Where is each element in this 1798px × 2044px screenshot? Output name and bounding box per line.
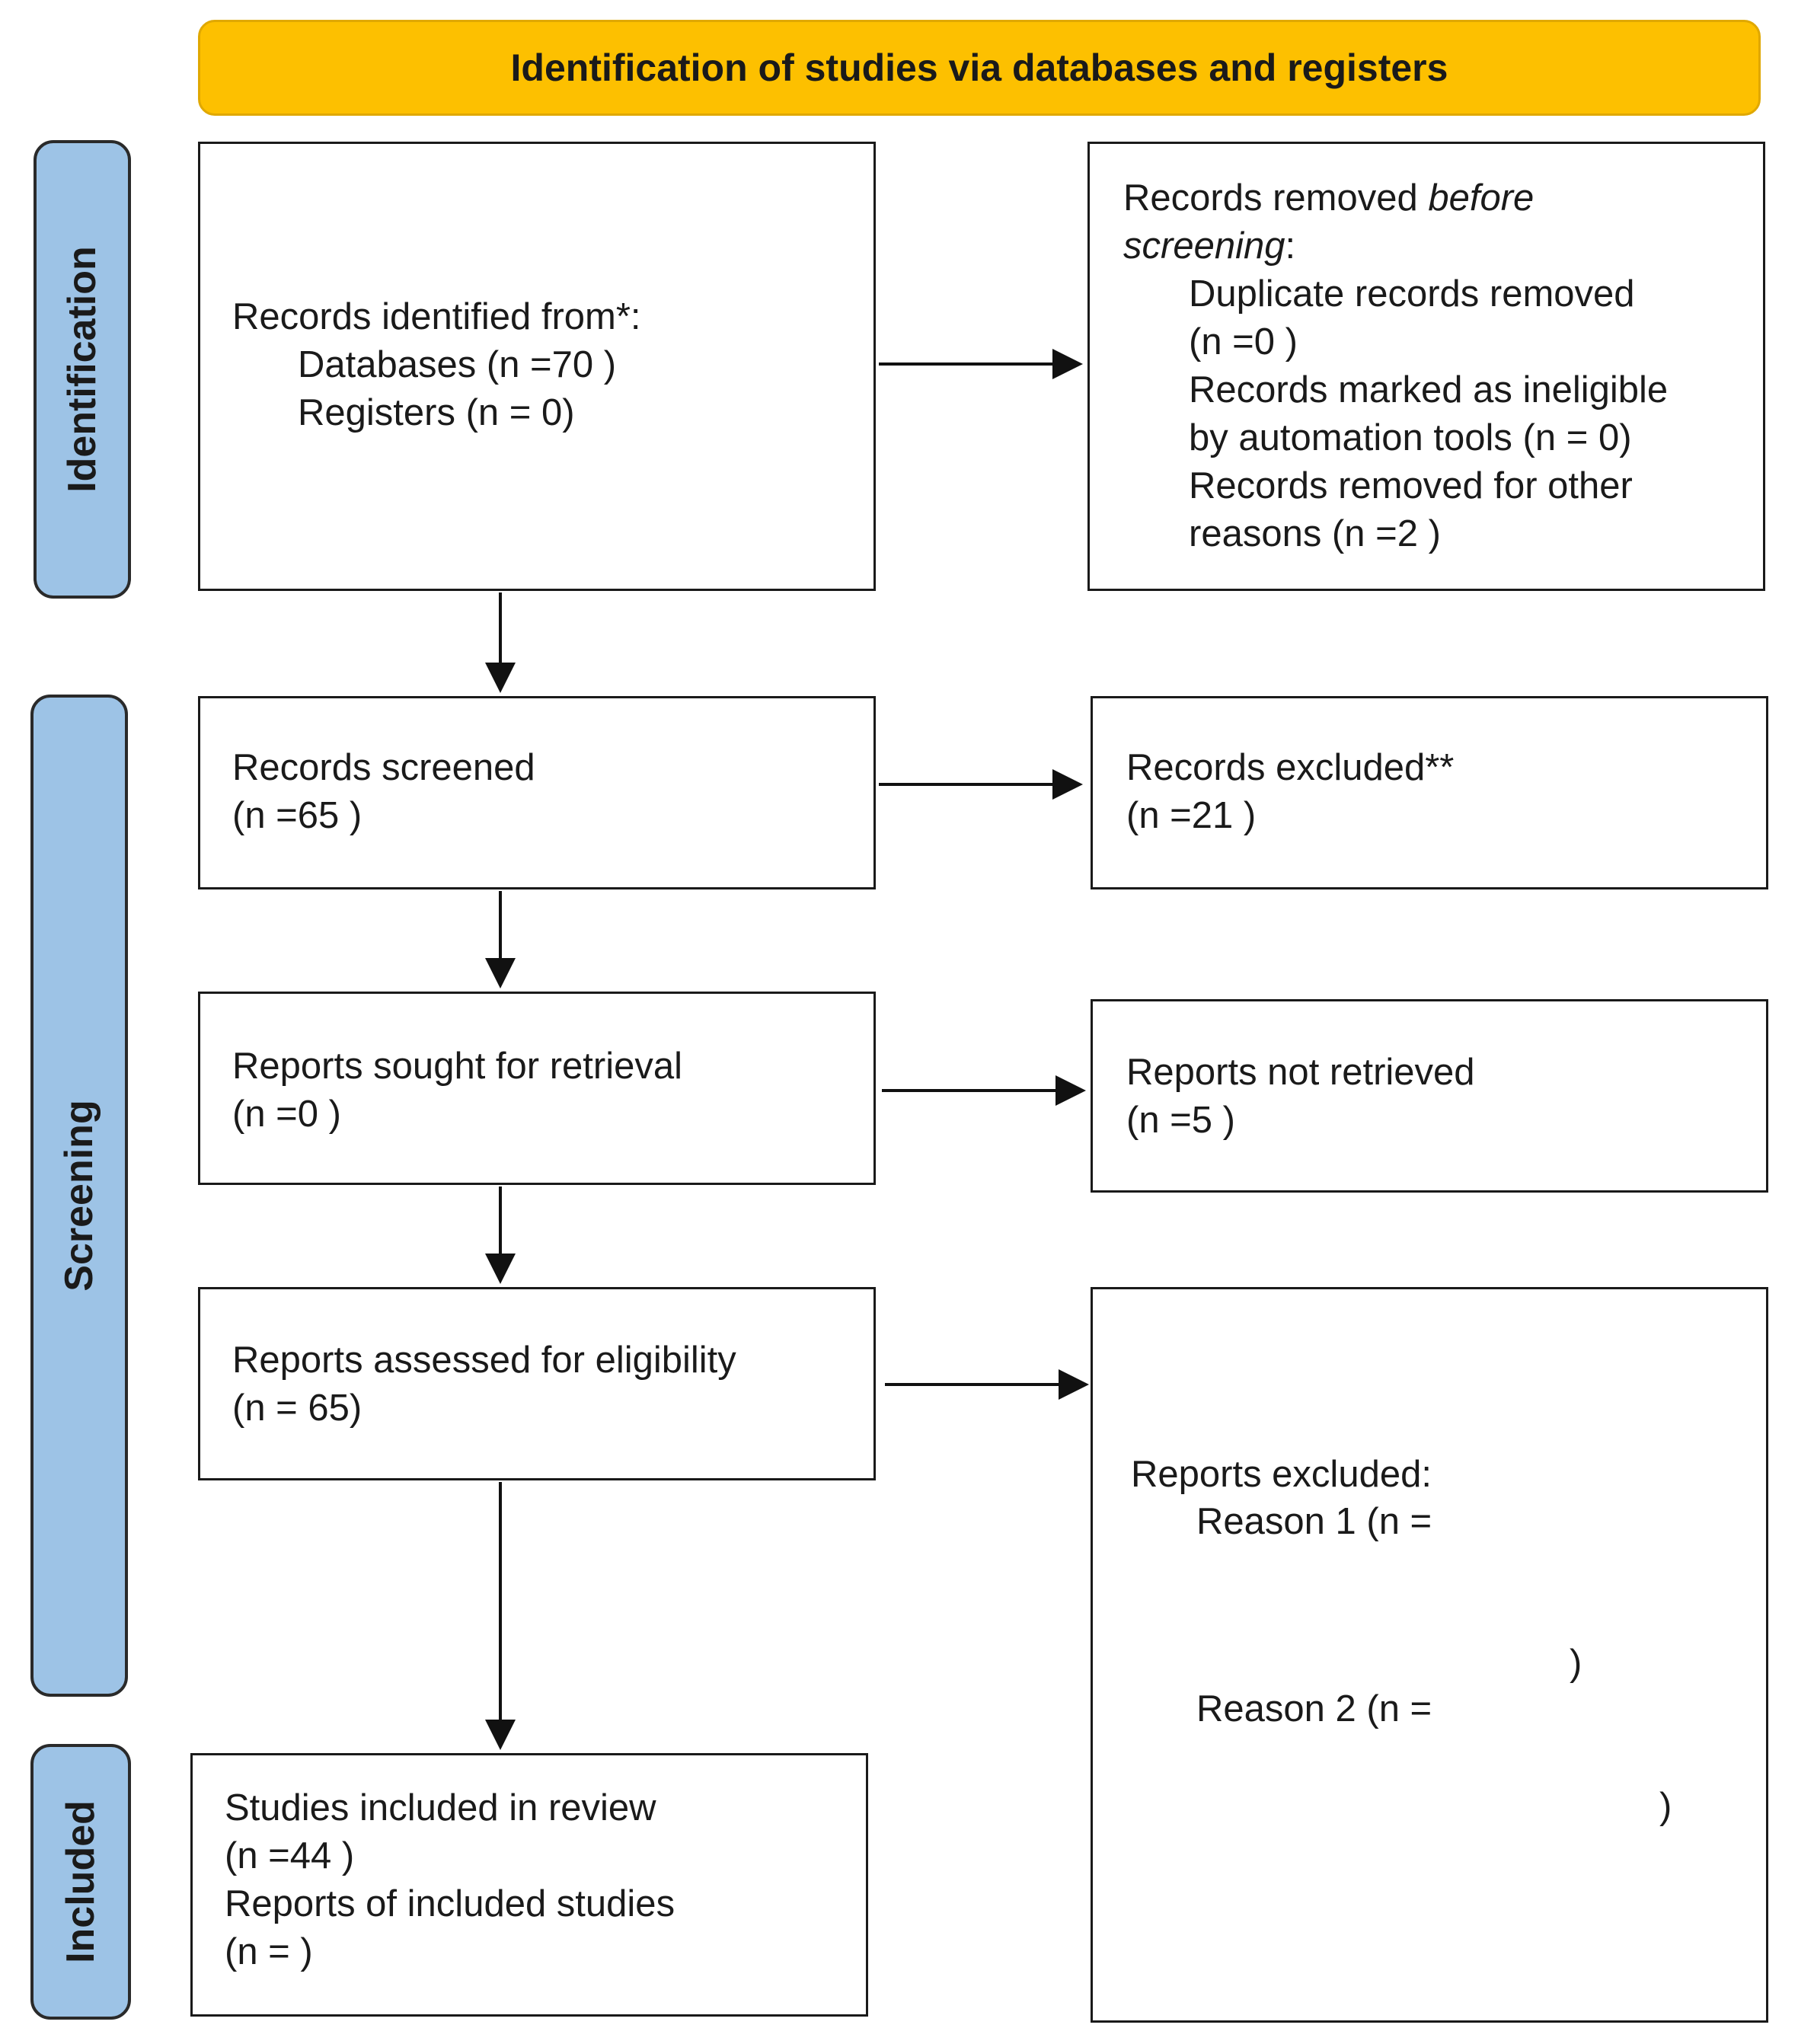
reports-excluded-box: Reports excluded: Reason 1 (n = ) Reason… <box>1091 1287 1768 2023</box>
phase-screening: Screening <box>30 695 128 1697</box>
records-identified-box: Records identified from*: Databases (n =… <box>198 142 876 591</box>
records-removed-heading-2: screening: <box>1123 225 1296 267</box>
registers-count: Registers (n = 0) <box>298 392 575 433</box>
records-excluded-label: Records excluded** <box>1126 747 1455 788</box>
reports-assessed-box: Reports assessed for eligibility (n = 65… <box>198 1287 876 1480</box>
reports-not-retrieved-count: (n =5 ) <box>1126 1100 1235 1141</box>
phase-included: Included <box>30 1744 131 2020</box>
reports-not-retrieved-box: Reports not retrieved (n =5 ) <box>1091 999 1768 1193</box>
reason-1-label: Reason 1 (n = <box>1196 1501 1432 1542</box>
reason-2-close: ) <box>1659 1786 1672 1827</box>
records-removed-heading: Records removed before <box>1123 177 1535 219</box>
records-excluded-box: Records excluded** (n =21 ) <box>1091 696 1768 889</box>
records-identified-heading: Records identified from*: <box>232 296 641 337</box>
studies-included-box: Studies included in review (n =44 ) Repo… <box>190 1753 868 2017</box>
reports-sought-box: Reports sought for retrieval (n =0 ) <box>198 992 876 1185</box>
reports-sought-label: Reports sought for retrieval <box>232 1046 682 1087</box>
duplicates-line-1: Duplicate records removed <box>1189 273 1635 315</box>
phase-identification: Identification <box>34 140 131 599</box>
reports-assessed-label: Reports assessed for eligibility <box>232 1340 736 1381</box>
ineligible-line-1: Records marked as ineligible <box>1189 369 1669 410</box>
databases-count: Databases (n =70 ) <box>298 344 617 385</box>
studies-included-label: Studies included in review <box>225 1787 656 1828</box>
reports-sought-count: (n =0 ) <box>232 1094 341 1135</box>
reports-included-label: Reports of included studies <box>225 1883 675 1924</box>
reports-not-retrieved-label: Reports not retrieved <box>1126 1052 1475 1093</box>
reason-2-label: Reason 2 (n = <box>1196 1688 1432 1729</box>
reports-assessed-count: (n = 65) <box>232 1388 362 1429</box>
records-screened-count: (n =65 ) <box>232 795 362 836</box>
ineligible-line-2: by automation tools (n = 0) <box>1189 417 1632 458</box>
header-title: Identification of studies via databases … <box>510 46 1448 89</box>
studies-included-count: (n =44 ) <box>225 1835 355 1876</box>
duplicates-line-2: (n =0 ) <box>1189 321 1298 362</box>
other-reasons-line-1: Records removed for other <box>1189 465 1633 506</box>
records-screened-label: Records screened <box>232 747 535 788</box>
records-removed-box: Records removed before screening: Duplic… <box>1087 142 1765 591</box>
reports-excluded-heading: Reports excluded: <box>1131 1454 1432 1495</box>
other-reasons-line-2: reasons (n =2 ) <box>1189 513 1441 554</box>
reason-1-close: ) <box>1570 1643 1582 1684</box>
records-excluded-count: (n =21 ) <box>1126 795 1257 836</box>
reports-included-count: (n = ) <box>225 1931 313 1972</box>
header-banner: Identification of studies via databases … <box>198 20 1761 116</box>
records-screened-box: Records screened (n =65 ) <box>198 696 876 889</box>
